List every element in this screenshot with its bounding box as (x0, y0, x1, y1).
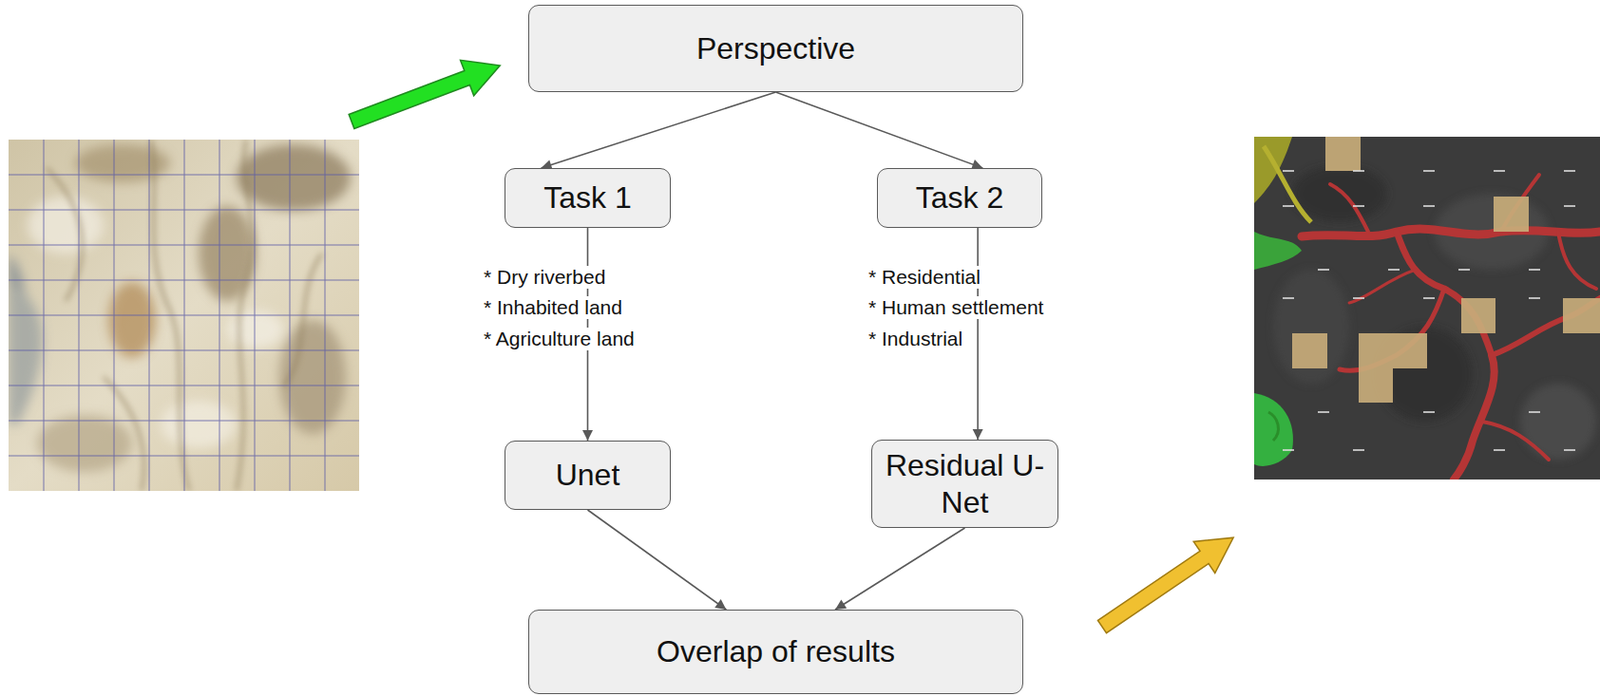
list-item: * Human settlement (866, 296, 1046, 320)
flow-arrow (972, 228, 984, 440)
list-item: * Inhabited land (481, 296, 625, 320)
arrowhead (714, 599, 726, 610)
connector-line (541, 92, 777, 169)
list-item: * Dry riverbed (481, 266, 608, 289)
yellow-block-arrow (1091, 522, 1245, 644)
process-box: Residual U-Net (871, 439, 1059, 529)
connector-line (588, 510, 727, 610)
flow-arrow (776, 92, 984, 170)
terrain-input-image (8, 139, 360, 492)
box-label: Overlap of results (656, 633, 896, 670)
box-label: Task 2 (915, 179, 1004, 216)
process-box: Unet (504, 440, 671, 511)
box-label: Task 1 (543, 179, 631, 216)
arrowhead (835, 599, 847, 610)
list-item: * Agriculture land (481, 327, 637, 351)
flow-arrow (835, 528, 965, 610)
process-box: Task 1 (504, 168, 671, 229)
process-box: Task 2 (876, 168, 1043, 229)
segmentation-output-image (1254, 136, 1600, 480)
connector-line (976, 228, 979, 440)
arrowhead (972, 429, 984, 440)
box-label: Unet (555, 457, 621, 494)
process-box: Overlap of results (528, 609, 1024, 695)
flow-arrow (588, 510, 727, 610)
list-item: * Industrial (866, 327, 965, 351)
connector-line (776, 92, 984, 169)
connector-line (835, 528, 965, 610)
box-label: Perspective (696, 30, 856, 67)
arrowhead (582, 430, 593, 441)
process-box: Perspective (528, 4, 1024, 93)
flow-arrow (541, 92, 777, 171)
list-item: * Residential (866, 266, 983, 289)
box-label: Residual U-Net (872, 447, 1058, 521)
green-block-arrow (344, 47, 507, 139)
